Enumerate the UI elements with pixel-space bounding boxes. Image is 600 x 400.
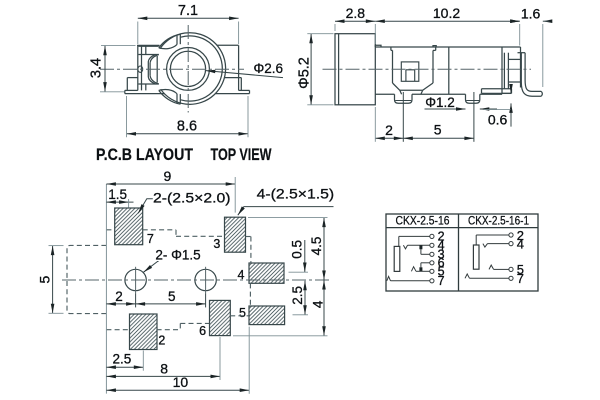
svg-text:4-(2.5×1.5): 4-(2.5×1.5) (257, 185, 335, 201)
svg-text:3: 3 (438, 248, 445, 262)
svg-text:0.5: 0.5 (289, 240, 304, 259)
svg-text:0.6: 0.6 (488, 111, 508, 127)
svg-text:Φ2.6: Φ2.6 (254, 61, 284, 76)
svg-text:6: 6 (438, 256, 445, 270)
svg-text:5: 5 (168, 289, 176, 304)
svg-text:7.1: 7.1 (178, 3, 198, 19)
svg-text:10.2: 10.2 (433, 5, 460, 21)
svg-text:4: 4 (438, 239, 445, 253)
svg-text:2- Φ1.5: 2- Φ1.5 (155, 248, 200, 263)
svg-text:4.5: 4.5 (309, 237, 324, 256)
svg-text:5: 5 (517, 262, 524, 277)
svg-text:4: 4 (517, 236, 524, 251)
svg-text:CKX-2.5-16-1: CKX-2.5-16-1 (468, 215, 529, 227)
svg-text:4: 4 (238, 268, 245, 282)
svg-text:2.5: 2.5 (290, 286, 305, 305)
svg-text:2: 2 (517, 228, 524, 243)
svg-text:10: 10 (173, 374, 189, 390)
svg-text:2-(2.5×2.0): 2-(2.5×2.0) (153, 189, 231, 205)
svg-text:7: 7 (147, 232, 154, 246)
svg-text:7: 7 (517, 271, 524, 286)
svg-text:5: 5 (438, 265, 445, 279)
svg-text:TOP VIEW: TOP VIEW (211, 146, 272, 164)
svg-text:2: 2 (385, 122, 393, 138)
svg-text:8.6: 8.6 (177, 118, 197, 134)
svg-text:2: 2 (115, 289, 123, 304)
svg-text:1.5: 1.5 (108, 187, 127, 202)
svg-text:1.6: 1.6 (521, 5, 541, 21)
svg-text:8: 8 (160, 361, 168, 377)
svg-text:4: 4 (310, 300, 325, 308)
svg-text:3.4: 3.4 (88, 58, 104, 78)
svg-text:5: 5 (37, 275, 53, 283)
svg-text:5: 5 (239, 306, 246, 320)
svg-text:2: 2 (438, 230, 445, 244)
svg-text:CKX-2.5-16: CKX-2.5-16 (396, 215, 450, 227)
svg-text:Φ5.2: Φ5.2 (297, 57, 313, 89)
svg-text:3: 3 (213, 237, 220, 251)
svg-text:P.C.B LAYOUT: P.C.B LAYOUT (96, 146, 193, 164)
svg-text:2.8: 2.8 (346, 5, 366, 21)
svg-text:6: 6 (199, 324, 206, 338)
svg-text:Φ1.2: Φ1.2 (425, 95, 455, 110)
svg-text:2.5: 2.5 (113, 351, 132, 366)
svg-text:9: 9 (164, 168, 172, 184)
svg-text:2: 2 (158, 334, 165, 348)
svg-text:5: 5 (434, 122, 442, 138)
svg-text:7: 7 (438, 274, 445, 288)
